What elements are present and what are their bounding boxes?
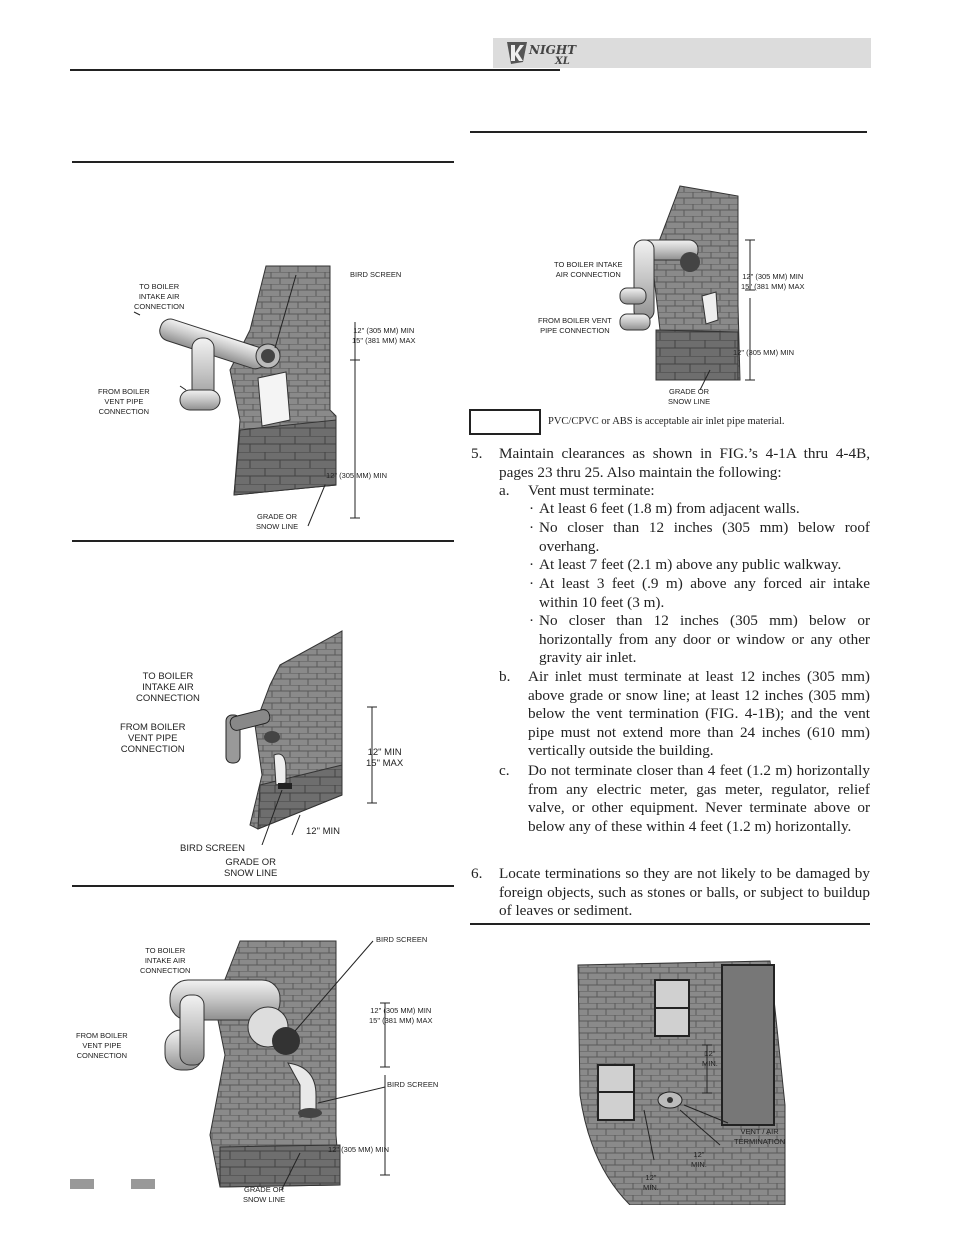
figure-d-illustration — [619, 185, 755, 391]
brand-logo: NIGHT XL — [507, 42, 577, 66]
section-rule-fig-d — [470, 131, 867, 133]
fig-d-vent-label: FROM BOILER VENT PIPE CONNECTION — [538, 316, 612, 335]
fig-c-intake-label: TO BOILER INTAKE AIR CONNECTION — [140, 946, 191, 975]
section-rule-fig-e — [470, 923, 870, 925]
bullet-1-text: At least 6 feet (1.8 m) from adjacent wa… — [539, 500, 800, 517]
fig-e-vent-air-label: VENT / AIR TERMINATION — [734, 1127, 786, 1146]
header-bar — [493, 38, 871, 68]
section-rule-fig-a — [72, 161, 454, 163]
item-5-text: Maintain clearances as shown in FIG.’s 4… — [499, 445, 870, 481]
fig-c-bird-screen-top-label: BIRD SCREEN — [376, 935, 428, 944]
bullet-1-dot: · — [529, 500, 535, 517]
bullet-4-dot: · — [529, 575, 535, 592]
item-b-text: Air inlet must terminate at least 12 inc… — [528, 668, 870, 760]
fig-b-clearance-bottom-label: 12" MIN — [306, 826, 340, 837]
fig-a-vent-label: FROM BOILER VENT PIPE CONNECTION — [98, 387, 150, 416]
figure-b-illustration — [225, 630, 377, 845]
svg-text:XL: XL — [554, 56, 570, 66]
fig-b-bird-screen-label: BIRD SCREEN — [180, 843, 245, 854]
bullet-2-dot: · — [529, 519, 535, 536]
bullet-5-text: No closer than 12 inches (305 mm) below … — [539, 612, 870, 667]
bullet-3-dot: · — [529, 556, 535, 573]
fig-b-vent-label: FROM BOILER VENT PIPE CONNECTION — [120, 722, 186, 755]
page-number-box-right — [131, 1179, 155, 1189]
bullet-5-dot: · — [529, 612, 535, 629]
fig-c-grade-label: GRADE OR SNOW LINE — [243, 1185, 286, 1204]
item-6-number: 6. — [471, 865, 483, 882]
item-b-number: b. — [499, 668, 511, 685]
fig-a-clearance-top-label: 12" (305 MM) MIN 15" (381 MM) MAX — [352, 326, 416, 345]
section-rule-fig-b — [72, 540, 454, 542]
item-6-text: Locate terminations so they are not like… — [499, 865, 870, 920]
page-number-box-left — [70, 1179, 94, 1189]
fig-d-grade-label: GRADE OR SNOW LINE — [668, 387, 711, 406]
bullet-4-text: At least 3 feet (.9 m) above any forced … — [539, 575, 870, 611]
item-c-text: Do not terminate closer than 4 feet (1.2… — [528, 762, 870, 835]
fig-c-vent-label: FROM BOILER VENT PIPE CONNECTION — [76, 1031, 128, 1060]
item-a-text: Vent must terminate: — [528, 482, 655, 499]
figure-a-illustration — [133, 265, 360, 527]
item-a-number: a. — [499, 482, 510, 499]
fig-b-intake-label: TO BOILER INTAKE AIR CONNECTION — [136, 671, 200, 704]
bullet-2-text: No closer than 12 inches (305 mm) below … — [539, 519, 870, 555]
fig-c-clearance-bottom-label: 12" (305 MM) MIN — [328, 1145, 390, 1154]
fig-b-grade-label: GRADE OR SNOW LINE — [224, 857, 278, 879]
fig-e-min-bottom-label: 12" MIN. — [643, 1173, 659, 1192]
fig-a-grade-label: GRADE OR SNOW LINE — [256, 512, 299, 531]
fig-a-bird-screen-label: BIRD SCREEN — [350, 270, 402, 279]
fig-e-min-side-label: 12" MIN. — [691, 1150, 707, 1169]
svg-text:NIGHT: NIGHT — [528, 43, 577, 57]
fig-a-intake-label: TO BOILER INTAKE AIR CONNECTION — [134, 282, 185, 311]
fig-d-clearance-bottom-label: 12" (305 MM) MIN — [733, 348, 795, 357]
section-rule-fig-c — [72, 885, 454, 887]
fig-a-clearance-bottom-label: 12" (305 MM) MIN — [326, 471, 388, 480]
bullet-3-text: At least 7 feet (2.1 m) above any public… — [539, 556, 842, 573]
figure-c-illustration — [164, 940, 390, 1190]
fig-c-clearance-top-label: 12" (305 MM) MIN 15" (381 MM) MAX — [369, 1006, 433, 1025]
fig-c-bird-screen-bottom-label: BIRD SCREEN — [387, 1080, 439, 1089]
note-text: PVC/CPVC or ABS is acceptable air inlet … — [548, 416, 785, 427]
fig-d-clearance-top-label: 12" (305 MM) MIN 15" (381 MM) MAX — [741, 272, 805, 291]
fig-d-intake-label: TO BOILER INTAKE AIR CONNECTION — [554, 260, 623, 279]
fig-b-clearance-top-label: 12" MIN 15" MAX — [366, 747, 404, 769]
item-5-number: 5. — [471, 445, 483, 462]
note-label-box — [469, 409, 541, 435]
figure-e-illustration — [577, 960, 786, 1205]
item-c-number: c. — [499, 762, 510, 779]
top-rule — [70, 69, 560, 71]
fig-e-min-window-label: 12" MIN. — [702, 1049, 718, 1068]
